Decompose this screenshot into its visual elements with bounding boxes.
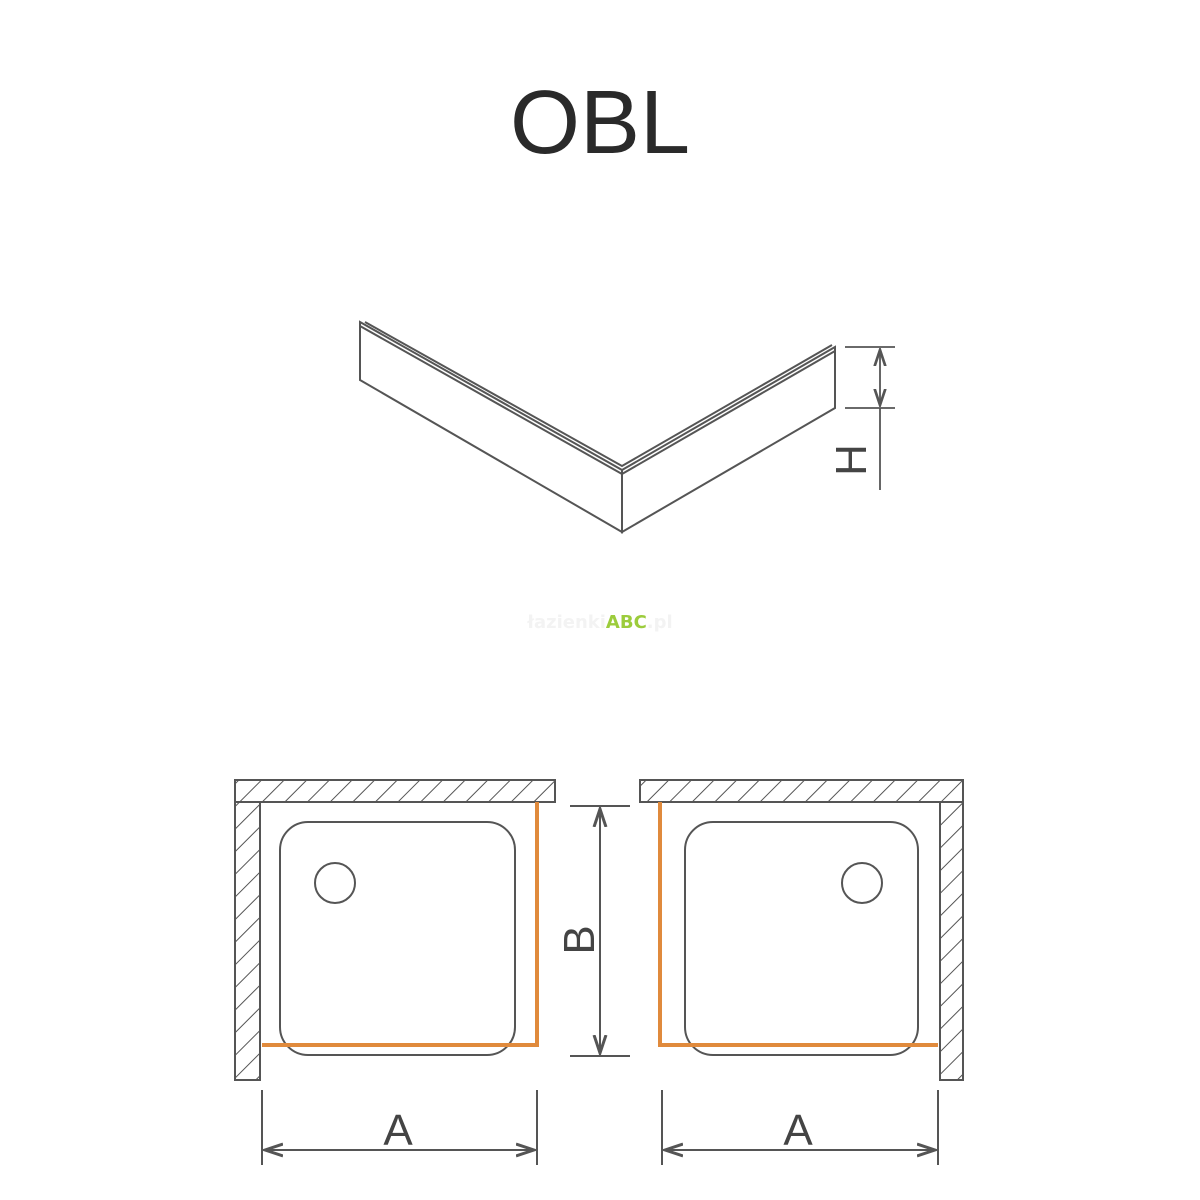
corner-panel-3d bbox=[359, 320, 836, 534]
width-label-right: A bbox=[783, 1106, 813, 1155]
depth-label: B bbox=[555, 925, 604, 954]
width-label-left: A bbox=[383, 1106, 413, 1155]
plan-right bbox=[639, 779, 964, 1165]
diagram-title: OBL bbox=[509, 73, 691, 173]
height-label: H bbox=[827, 444, 876, 476]
height-dimension bbox=[845, 346, 895, 490]
plan-left bbox=[234, 779, 630, 1165]
watermark: łazienkiABC.pl bbox=[527, 612, 673, 633]
